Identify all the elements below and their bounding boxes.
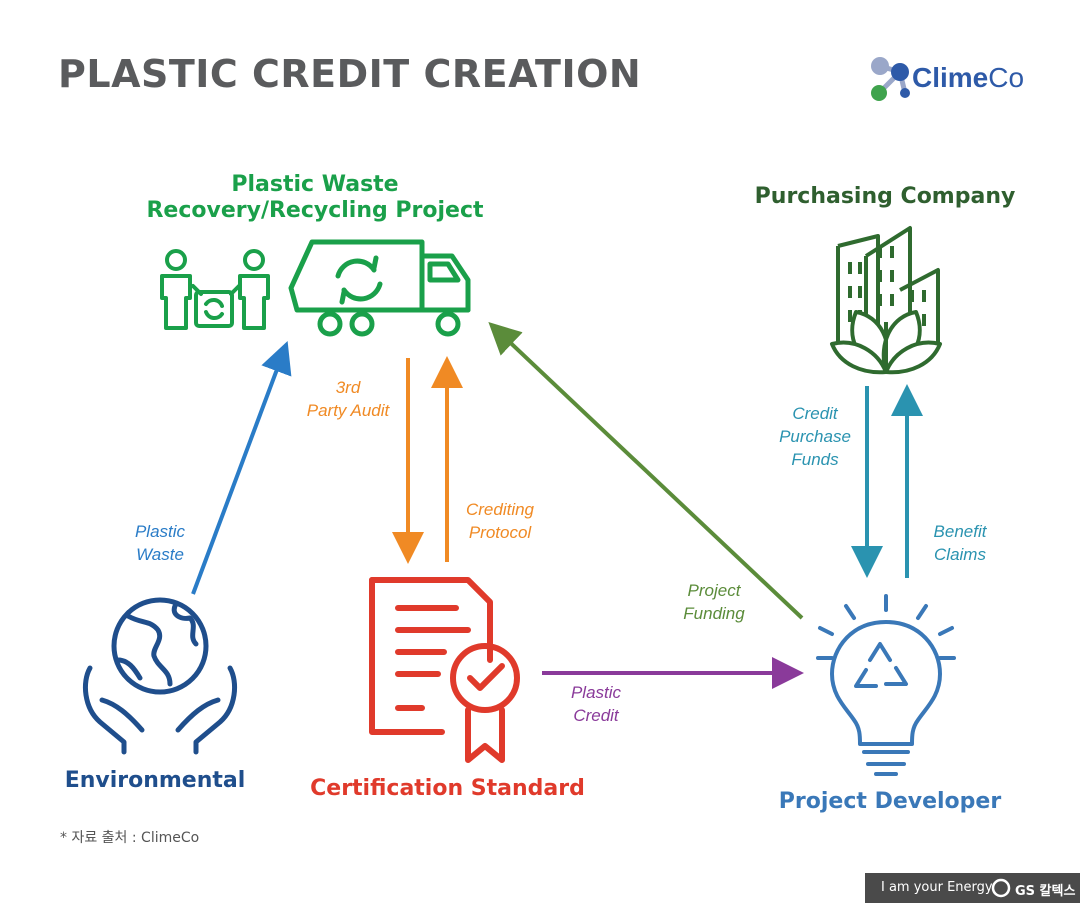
gs-logo-icon: [991, 878, 1011, 898]
node-environmental-label: Environmental: [64, 768, 246, 793]
label-plastic-waste-line2: Waste: [136, 545, 184, 564]
node-developer-label: Project Developer: [778, 789, 1002, 814]
brand-name: GS 칼텍스: [1015, 884, 1076, 899]
arrow-project-funding: [488, 322, 804, 620]
label-credit-line1: Plastic: [570, 683, 622, 702]
node-recovery-line1: Plastic Waste: [231, 172, 399, 197]
label-benefit-line2: Claims: [934, 545, 986, 564]
source-note: * 자료 출처 : ClimeCo: [60, 830, 200, 846]
node-recovery-line2: Recovery/Recycling Project: [146, 198, 484, 223]
label-funds-line2: Purchase: [779, 427, 851, 446]
label-plastic-credit: Plastic Credit: [546, 681, 646, 727]
brand-slogan: I am your Energy: [881, 880, 993, 895]
node-purchasing-label: Purchasing Company: [754, 184, 1016, 209]
label-benefit-line1: Benefit: [933, 522, 987, 541]
recycling-truck-icon: [288, 239, 471, 337]
label-project-funding: Project Funding: [664, 579, 764, 625]
label-crediting-line1: Crediting: [465, 500, 535, 519]
logo-text-clime: Clime: [912, 62, 989, 93]
label-funds-line3: Funds: [791, 450, 839, 469]
climeco-logo-text: ClimeCo: [912, 62, 1024, 94]
label-funds-line1: Credit: [792, 404, 838, 423]
people-recycling-bin-icon: [160, 249, 270, 330]
brand-bar: I am your Energy GS 칼텍스: [865, 873, 1080, 903]
node-recovery-label: Plastic Waste Recovery/Recycling Project: [130, 172, 500, 224]
label-crediting-protocol: Crediting Protocol: [450, 498, 550, 544]
logo-text-co: Co: [988, 62, 1025, 93]
label-funding-line1: Project: [687, 581, 741, 600]
label-plastic-waste-line1: Plastic: [134, 522, 186, 541]
label-crediting-line2: Protocol: [468, 523, 532, 542]
node-certification-label: Certification Standard: [310, 776, 585, 801]
label-plastic-waste: Plastic Waste: [110, 520, 210, 566]
climeco-logo-icon: [871, 57, 910, 101]
label-funding-line2: Funding: [683, 604, 745, 623]
label-audit-line1: 3rd: [335, 378, 361, 397]
label-credit-purchase-funds: Credit Purchase Funds: [760, 402, 870, 471]
label-credit-line2: Credit: [573, 706, 619, 725]
label-audit-line2: Party Audit: [306, 401, 390, 420]
arrow-plastic-waste: [191, 341, 292, 595]
certificate-icon: [369, 577, 520, 763]
label-third-party-audit: 3rd Party Audit: [290, 376, 406, 422]
lightbulb-recycle-icon: [816, 594, 956, 776]
page-title: PLASTIC CREDIT CREATION: [58, 52, 642, 96]
label-benefit-claims: Benefit Claims: [912, 520, 1008, 566]
globe-hands-icon: [82, 597, 238, 755]
buildings-leaves-icon: [830, 226, 942, 375]
